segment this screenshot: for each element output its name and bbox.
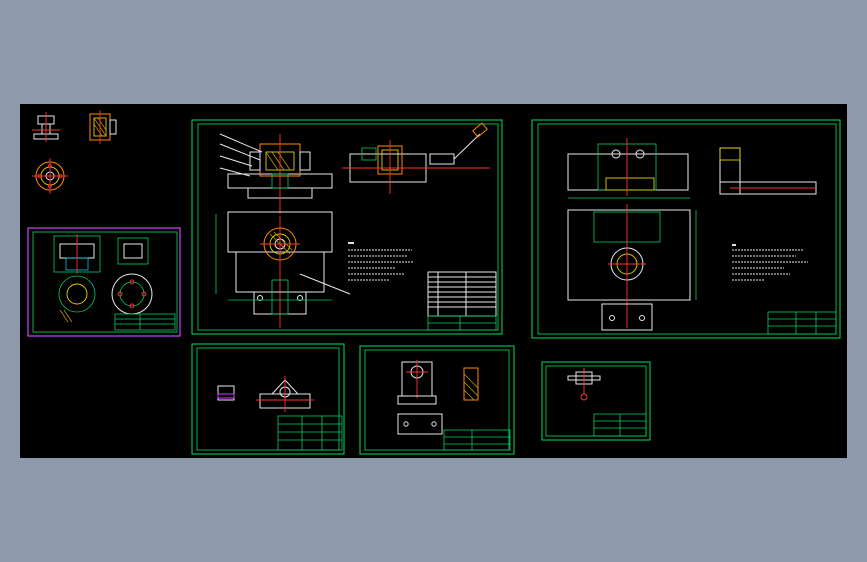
- sheet-main-assembly[interactable]: [191, 119, 503, 335]
- sheet-small-3[interactable]: [541, 361, 651, 441]
- sheet-right-part[interactable]: [531, 119, 841, 339]
- drawing-layout: [27, 110, 841, 455]
- part-views-group[interactable]: [32, 110, 117, 194]
- sheet-small-1[interactable]: [191, 343, 345, 455]
- cad-drawing-canvas[interactable]: [20, 104, 847, 458]
- sheet-thumbnail-selected[interactable]: [27, 227, 181, 337]
- sheet-small-2[interactable]: [359, 345, 515, 455]
